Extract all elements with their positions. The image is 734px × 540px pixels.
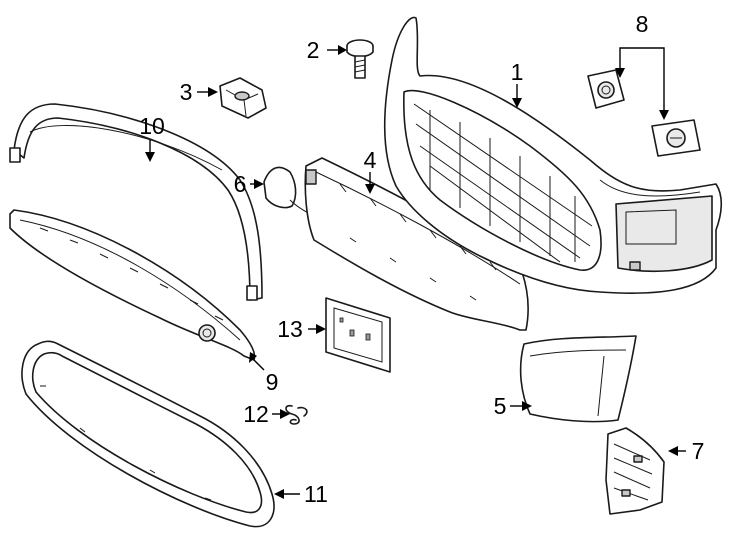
part-10-upper-trim: [9, 103, 263, 301]
callout-1: 1: [511, 59, 524, 85]
callout-11: 11: [304, 481, 328, 507]
callout-6: 6: [234, 171, 247, 197]
callout-labels: 1 2 3 4 5 6 7 8 9 10 11 12 13: [139, 11, 704, 507]
callout-7: 7: [692, 438, 705, 464]
part-11-grille-surround: [21, 340, 275, 528]
part-3-retainer: [219, 77, 267, 119]
callout-12: 12: [243, 401, 269, 427]
leader-lines: [145, 45, 686, 499]
callout-8: 8: [636, 11, 649, 37]
callout-5: 5: [494, 393, 507, 419]
part-7-side-bracket: [605, 427, 665, 515]
callout-2: 2: [307, 37, 320, 63]
callout-4: 4: [364, 147, 377, 173]
part-2-bolt: [346, 39, 374, 79]
callout-10: 10: [139, 113, 165, 139]
part-13-plate-bracket: [325, 297, 391, 373]
callout-3: 3: [180, 79, 193, 105]
part-1-grille-assembly: [383, 16, 723, 294]
callout-9: 9: [266, 369, 279, 395]
part-8-tow-hook-covers: [587, 69, 701, 157]
callout-13: 13: [277, 316, 303, 342]
part-12-clip: [285, 404, 308, 425]
part-9-lower-trim: [9, 209, 256, 361]
part-5-corner-trim: [519, 335, 637, 423]
